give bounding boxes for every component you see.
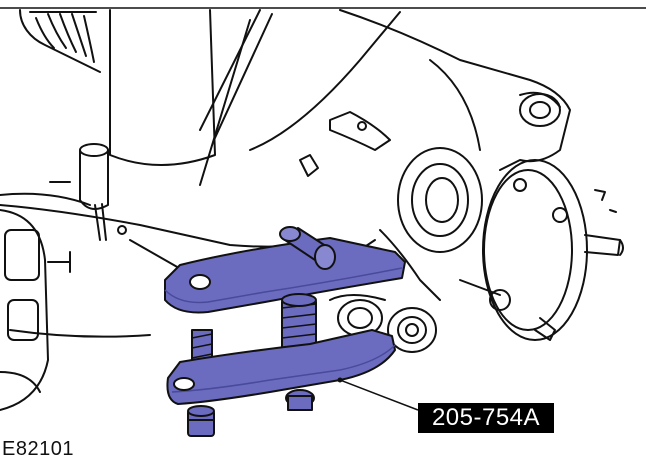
- ball-joint: [329, 294, 386, 337]
- wheel-hub: [482, 159, 624, 341]
- tool-upper-arm: [164, 237, 406, 314]
- tool-upper-hole: [189, 274, 211, 290]
- tool-lower-arm: [166, 329, 396, 405]
- coil-spring: [19, 9, 101, 73]
- callout-leader-line: [339, 379, 419, 411]
- figure-id-label: E82101: [2, 438, 74, 460]
- brake-caliper: [0, 209, 71, 411]
- steering-knuckle: [299, 9, 571, 301]
- stabilizer-link: [49, 143, 109, 241]
- tool-number-callout: 205-754A: [418, 403, 554, 433]
- strut-body: [109, 9, 401, 186]
- ball-joint-separator-tool: [164, 226, 406, 437]
- lower-bushing: [387, 307, 437, 353]
